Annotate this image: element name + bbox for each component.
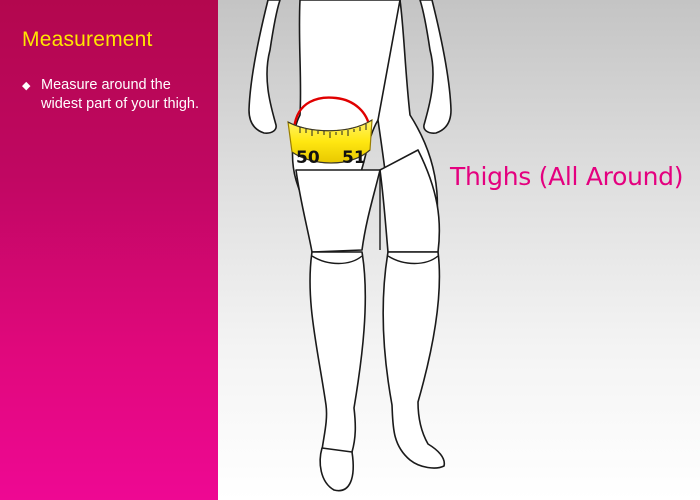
- tape-number-51: 51: [342, 148, 366, 168]
- left-foot: [319, 447, 354, 492]
- diamond-bullet-icon: ◆: [22, 80, 31, 92]
- instruction-item: ◆ Measure around the widest part of your…: [22, 76, 212, 114]
- body-part-label: Thighs (All Around): [450, 162, 684, 191]
- right-lower-leg: [382, 251, 446, 469]
- left-knee-line: [311, 255, 363, 265]
- illustration-panel: [218, 0, 700, 500]
- sidebar: Measurement ◆ Measure around the widest …: [0, 0, 218, 500]
- left-thigh: [295, 169, 381, 253]
- instruction-text: Measure around the widest part of your t…: [41, 77, 199, 112]
- right-arm: [419, 0, 452, 134]
- tape-loop-outline: [292, 96, 372, 131]
- tape-number-50: 50: [296, 148, 320, 168]
- measuring-tape-icon: 50 51: [287, 118, 373, 168]
- sidebar-title: Measurement: [22, 28, 153, 51]
- left-arm: [248, 0, 281, 134]
- right-knee-line: [387, 255, 439, 265]
- left-lower-leg: [309, 251, 367, 456]
